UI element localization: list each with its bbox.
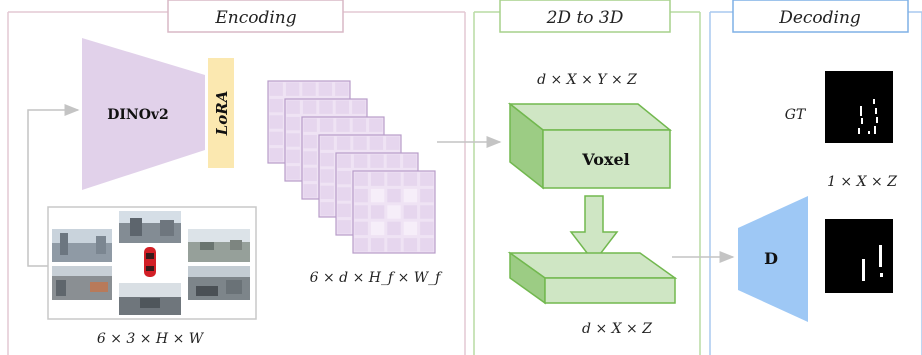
camera-image [119,283,181,315]
input-arrow [27,104,80,267]
lora-label: LoRA [213,91,231,137]
lift-title: 2D to 3D [546,8,624,28]
lift-panel: 2D to 3D [473,0,701,355]
multi-view-images [47,206,257,320]
images-dims: 6 × 3 × H × W [97,331,205,347]
feature-map-layer [352,170,436,254]
dinov2-label: DINOv2 [107,107,169,123]
camera-image [188,229,250,262]
voxel-dims: d × X × Y × Z [537,72,637,88]
encoding-panel: Encoding [7,0,466,355]
encoding-title: Encoding [214,8,296,28]
prediction-map [825,219,893,293]
gt-label: GT [785,107,807,123]
decoder-label: D [764,249,778,268]
gt-dims: 1 × X × Z [827,174,897,190]
ego-car-icon [144,247,156,277]
camera-image [52,266,112,300]
dinov2-encoder: DINOv2 [82,38,205,190]
decoder: D [738,196,808,322]
bev-plane [507,251,678,305]
collapse-arrow [569,195,619,264]
voxel-label: Voxel [581,150,629,169]
decoding-panel: Decoding [709,0,922,355]
decoding-title: Decoding [778,8,861,28]
gt-map [825,71,893,143]
features-dims: 6 × d × H_f × W_f [310,270,444,286]
camera-image [188,266,250,300]
bev-dims: d × X × Z [582,321,652,337]
camera-image [52,229,112,262]
voxel-volume: Voxel [507,102,673,190]
feature-maps [267,80,436,254]
camera-image [119,211,181,243]
lora-adapter: LoRA [208,58,234,168]
